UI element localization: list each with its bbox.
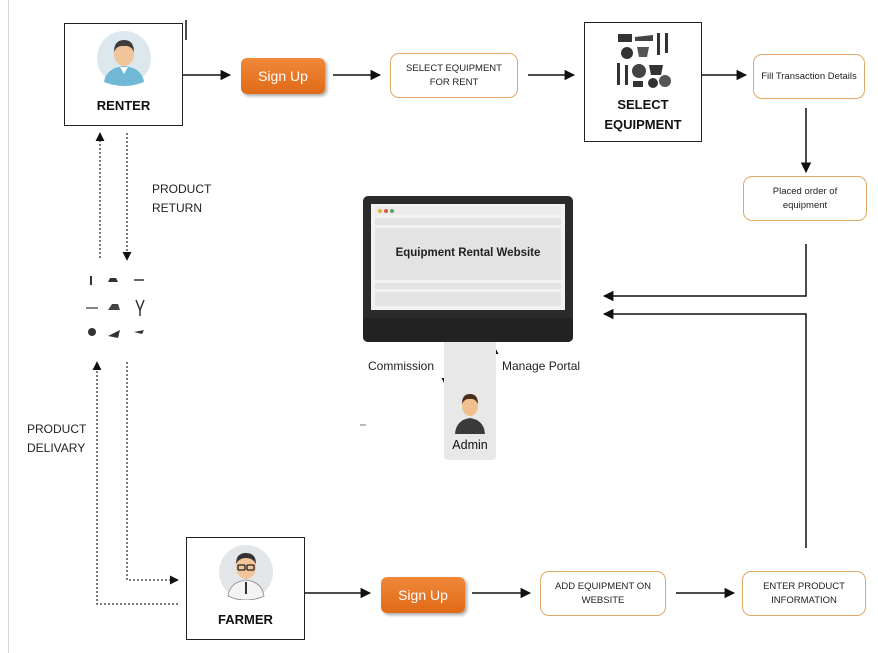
equipment-cluster-icon: [86, 276, 145, 338]
farmer-box: FARMER: [186, 537, 305, 640]
admin-avatar-icon: [455, 394, 485, 434]
page-margin-line: [8, 0, 9, 653]
select-equipment-label: SELECT EQUIPMENT: [604, 97, 682, 132]
arrow-enter-to-website: [602, 308, 807, 548]
tools-collage-icon: [617, 33, 671, 88]
browser-dot-icon: [378, 209, 382, 213]
content-bar: [375, 283, 561, 289]
signup-button-renter[interactable]: Sign Up: [241, 58, 325, 94]
enter-product-information-step: ENTER PRODUCT INFORMATION: [742, 571, 866, 616]
admin-panel: Admin: [444, 342, 496, 460]
hero-panel: [375, 228, 561, 280]
arrow-placed-to-website: [602, 244, 807, 302]
signup-button-farmer[interactable]: Sign Up: [381, 577, 465, 613]
browser-bar: [375, 206, 561, 215]
dotted-from-farmer: [92, 361, 178, 605]
admin-label: Admin: [452, 438, 488, 452]
website-title: Equipment Rental Website: [395, 247, 541, 259]
placed-order-step: Placed order of equipment: [743, 176, 867, 221]
select-equipment-for-rent-step: SELECT EQUIPMENT FOR RENT: [390, 53, 518, 98]
browser-dot-icon: [390, 209, 394, 213]
commission-label: Commission: [368, 359, 435, 373]
content-bar: [375, 292, 561, 306]
renter-avatar-icon: [97, 31, 151, 86]
renter-box: RENTER: [64, 23, 183, 126]
dotted-product-delivary: [126, 362, 179, 585]
website-monitor: Equipment Rental Website: [363, 196, 573, 342]
monitor-chin: [363, 318, 573, 342]
content-bar: [375, 218, 561, 225]
product-delivary-label: PRODUCT DELIVARY: [27, 422, 87, 455]
website-screen: Equipment Rental Website: [371, 204, 565, 310]
farmer-label: FARMER: [218, 612, 273, 627]
fill-transaction-details-step: Fill Transaction Details: [753, 54, 865, 99]
farmer-avatar-icon: [219, 545, 273, 600]
product-return-label: PRODUCT RETURN: [152, 182, 212, 215]
renter-label: RENTER: [96, 98, 151, 113]
add-equipment-step: ADD EQUIPMENT ON WEBSITE: [540, 571, 666, 616]
browser-dot-icon: [384, 209, 388, 213]
select-equipment-box: SELECT EQUIPMENT: [584, 22, 702, 142]
manage-portal-label: Manage Portal: [502, 359, 581, 373]
